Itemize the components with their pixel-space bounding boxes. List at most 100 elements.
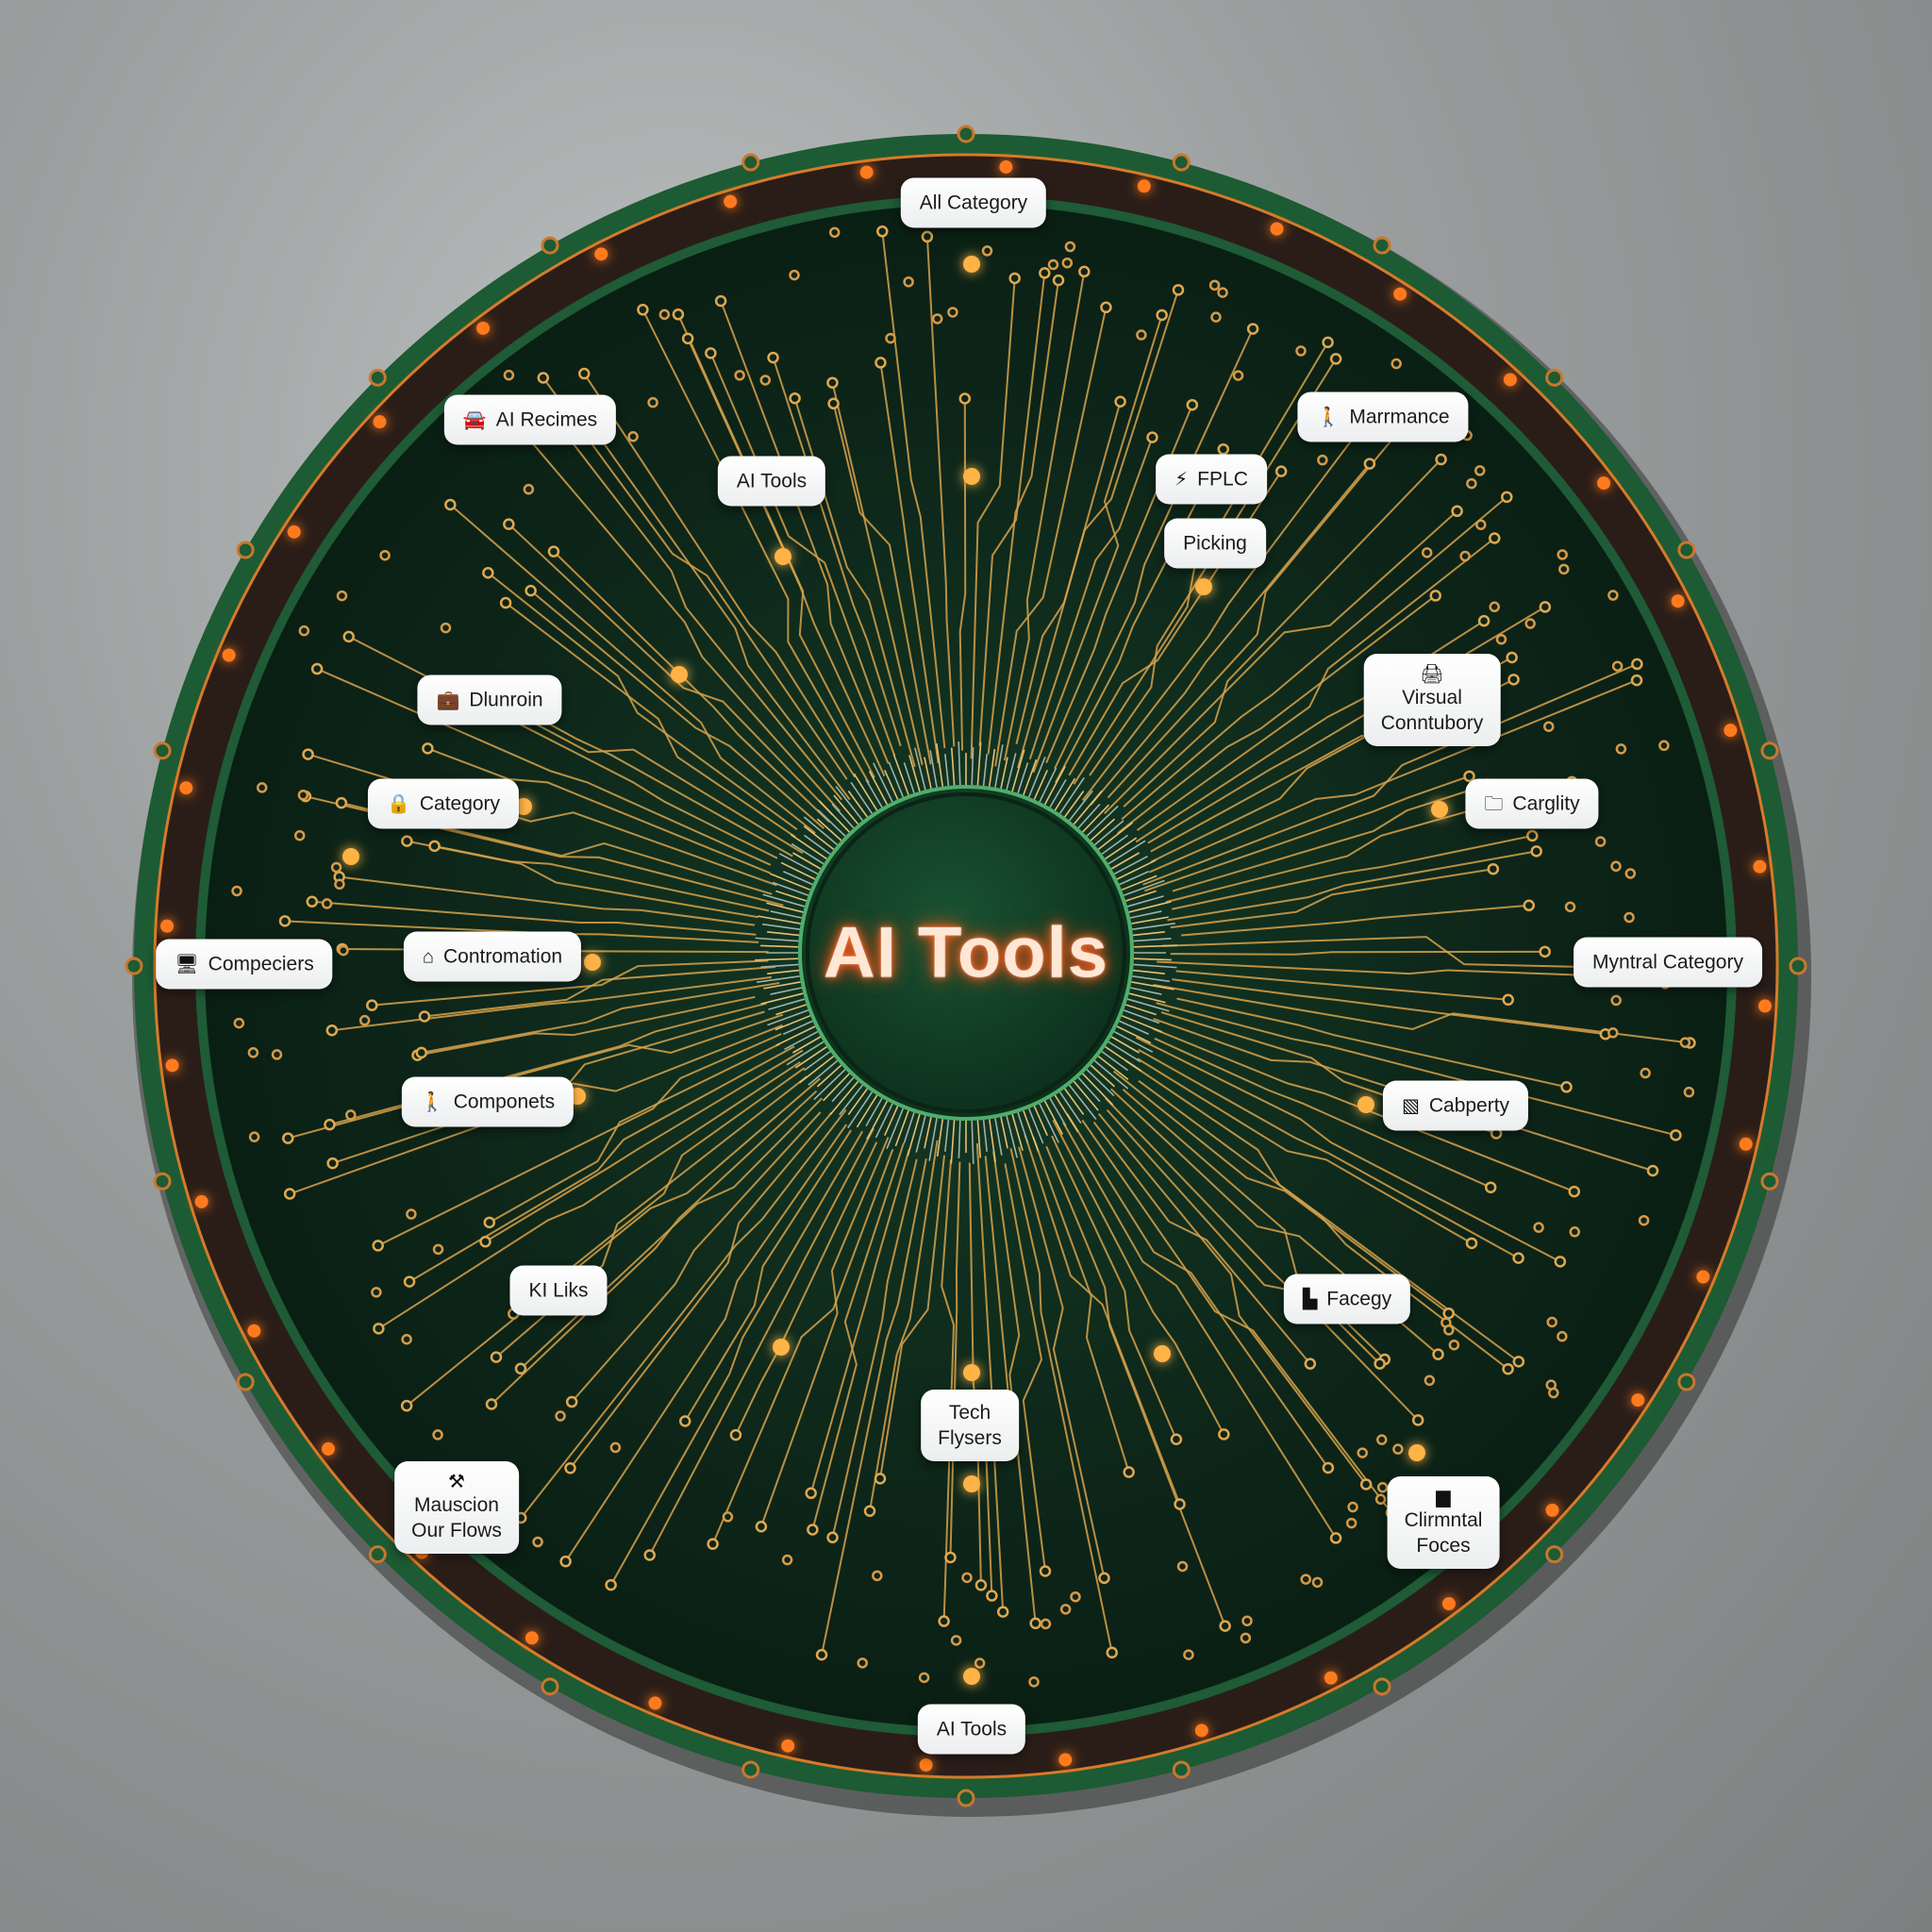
hub-spoke — [928, 1118, 938, 1161]
circuit-trace — [709, 352, 896, 757]
hub-spoke — [1011, 749, 1025, 792]
hub-spoke — [803, 825, 835, 851]
solder-pad — [707, 1538, 719, 1550]
circuit-trace — [1028, 437, 1154, 760]
solder-pad — [1098, 1572, 1110, 1585]
glow-point — [342, 848, 359, 865]
solder-pad — [444, 498, 457, 511]
solder-pad — [1170, 1433, 1183, 1445]
circuit-trace — [1081, 424, 1365, 802]
label-compeciers[interactable]: 🖥Compeciers — [156, 939, 333, 990]
solder-pad — [1495, 633, 1507, 645]
hub-spoke — [903, 1112, 915, 1143]
solder-pad — [974, 1657, 986, 1669]
hub-spoke — [1006, 753, 1017, 791]
rim-mount-hole — [368, 1545, 387, 1564]
label-ai-tools-upper[interactable]: AI Tools — [717, 456, 826, 507]
circuit-trace — [512, 1067, 806, 1315]
hub-spoke — [1110, 852, 1140, 870]
hub-spoke — [1033, 1106, 1048, 1136]
solder-pad — [1421, 547, 1433, 558]
solder-pad — [483, 1216, 496, 1229]
solder-pad — [1064, 241, 1076, 253]
hub-spoke — [1113, 1030, 1154, 1053]
solder-pad — [1311, 1576, 1324, 1589]
label-cabperty[interactable]: ▧Cabperty — [1382, 1080, 1529, 1131]
hub-spoke — [1082, 804, 1110, 833]
label-carglity[interactable]: 🗀Carglity — [1465, 778, 1599, 829]
label-all-category[interactable]: All Category — [900, 177, 1047, 228]
label-componets[interactable]: 🚶Componets — [401, 1076, 575, 1127]
rim-led — [1597, 476, 1611, 491]
hub-spoke — [1058, 776, 1085, 814]
solder-pad — [1176, 1560, 1189, 1573]
solder-pad — [1100, 301, 1112, 314]
circuit-trace — [1009, 1148, 1113, 1654]
home-icon: ⌂ — [422, 946, 435, 967]
car-icon: 🚘 — [462, 409, 487, 430]
solder-pad — [565, 1395, 578, 1408]
solder-pad — [406, 1208, 417, 1220]
label-picking[interactable]: Picking — [1164, 518, 1266, 569]
hub-spoke — [792, 1036, 822, 1054]
solder-pad — [1594, 836, 1607, 847]
solder-pad — [271, 1049, 283, 1060]
solder-pad — [306, 895, 319, 908]
hub-spoke — [1043, 765, 1066, 806]
solder-pad — [1246, 323, 1259, 335]
solder-pad — [1322, 1461, 1335, 1474]
solder-pad — [283, 1188, 296, 1200]
hub-spoke — [976, 741, 982, 786]
rim-mount-hole — [125, 957, 143, 975]
rim-led — [1545, 1503, 1559, 1517]
label-text: Virsual — [1402, 687, 1462, 708]
hub-spoke — [760, 992, 804, 1005]
label-dlunroin[interactable]: 💼Dlunroin — [417, 675, 562, 725]
rim-mount-hole — [1172, 153, 1191, 172]
label-facegy[interactable]: ▙Facegy — [1283, 1274, 1411, 1324]
solder-pad — [1679, 1037, 1691, 1048]
glow-point — [963, 256, 980, 273]
hub-spoke — [770, 910, 803, 919]
solder-pad — [1114, 395, 1126, 408]
hub-spoke — [874, 1103, 893, 1139]
solder-pad — [503, 518, 515, 530]
rim-led — [1324, 1671, 1338, 1685]
rim-mount-hole — [1677, 1373, 1696, 1391]
circuit-trace — [1137, 1058, 1473, 1244]
hub-spoke — [865, 1097, 883, 1126]
circuit-trace — [1138, 1079, 1509, 1370]
circuit-trace — [1090, 462, 1371, 806]
label-category[interactable]: 🔒Category — [367, 778, 520, 829]
label-contromation[interactable]: ⌂Contromation — [403, 931, 582, 982]
hub-spoke — [1039, 767, 1058, 803]
circuit-trace — [583, 373, 857, 778]
hub-spoke — [914, 747, 926, 791]
hub-spoke — [804, 834, 831, 856]
label-myntral-category[interactable]: Myntral Category — [1574, 937, 1762, 988]
hub-spoke — [1132, 974, 1170, 983]
circuit-trace — [1003, 271, 1086, 761]
label-fplc[interactable]: ⚡FPLC — [1156, 454, 1267, 505]
hub-spoke — [1043, 1100, 1064, 1135]
label-ai-recimes[interactable]: 🚘AI Recimes — [443, 394, 617, 445]
rim-mount-hole — [1373, 1677, 1391, 1696]
solder-pad — [950, 1635, 962, 1646]
hub-spoke — [1086, 1069, 1115, 1097]
solder-pad — [1607, 590, 1619, 601]
label-marrmance[interactable]: 🚶Marrmance — [1297, 391, 1469, 442]
solder-pad — [278, 915, 291, 927]
label-ki-liks[interactable]: KI Liks — [509, 1265, 608, 1316]
hub-spoke — [778, 853, 819, 875]
rim-led — [1194, 1724, 1208, 1738]
solder-pad — [1443, 1324, 1455, 1336]
circuit-trace — [520, 1108, 847, 1519]
hub-spoke — [839, 1084, 864, 1116]
rim-led — [919, 1757, 933, 1772]
label-ai-tools-bottom[interactable]: AI Tools — [917, 1704, 1026, 1755]
